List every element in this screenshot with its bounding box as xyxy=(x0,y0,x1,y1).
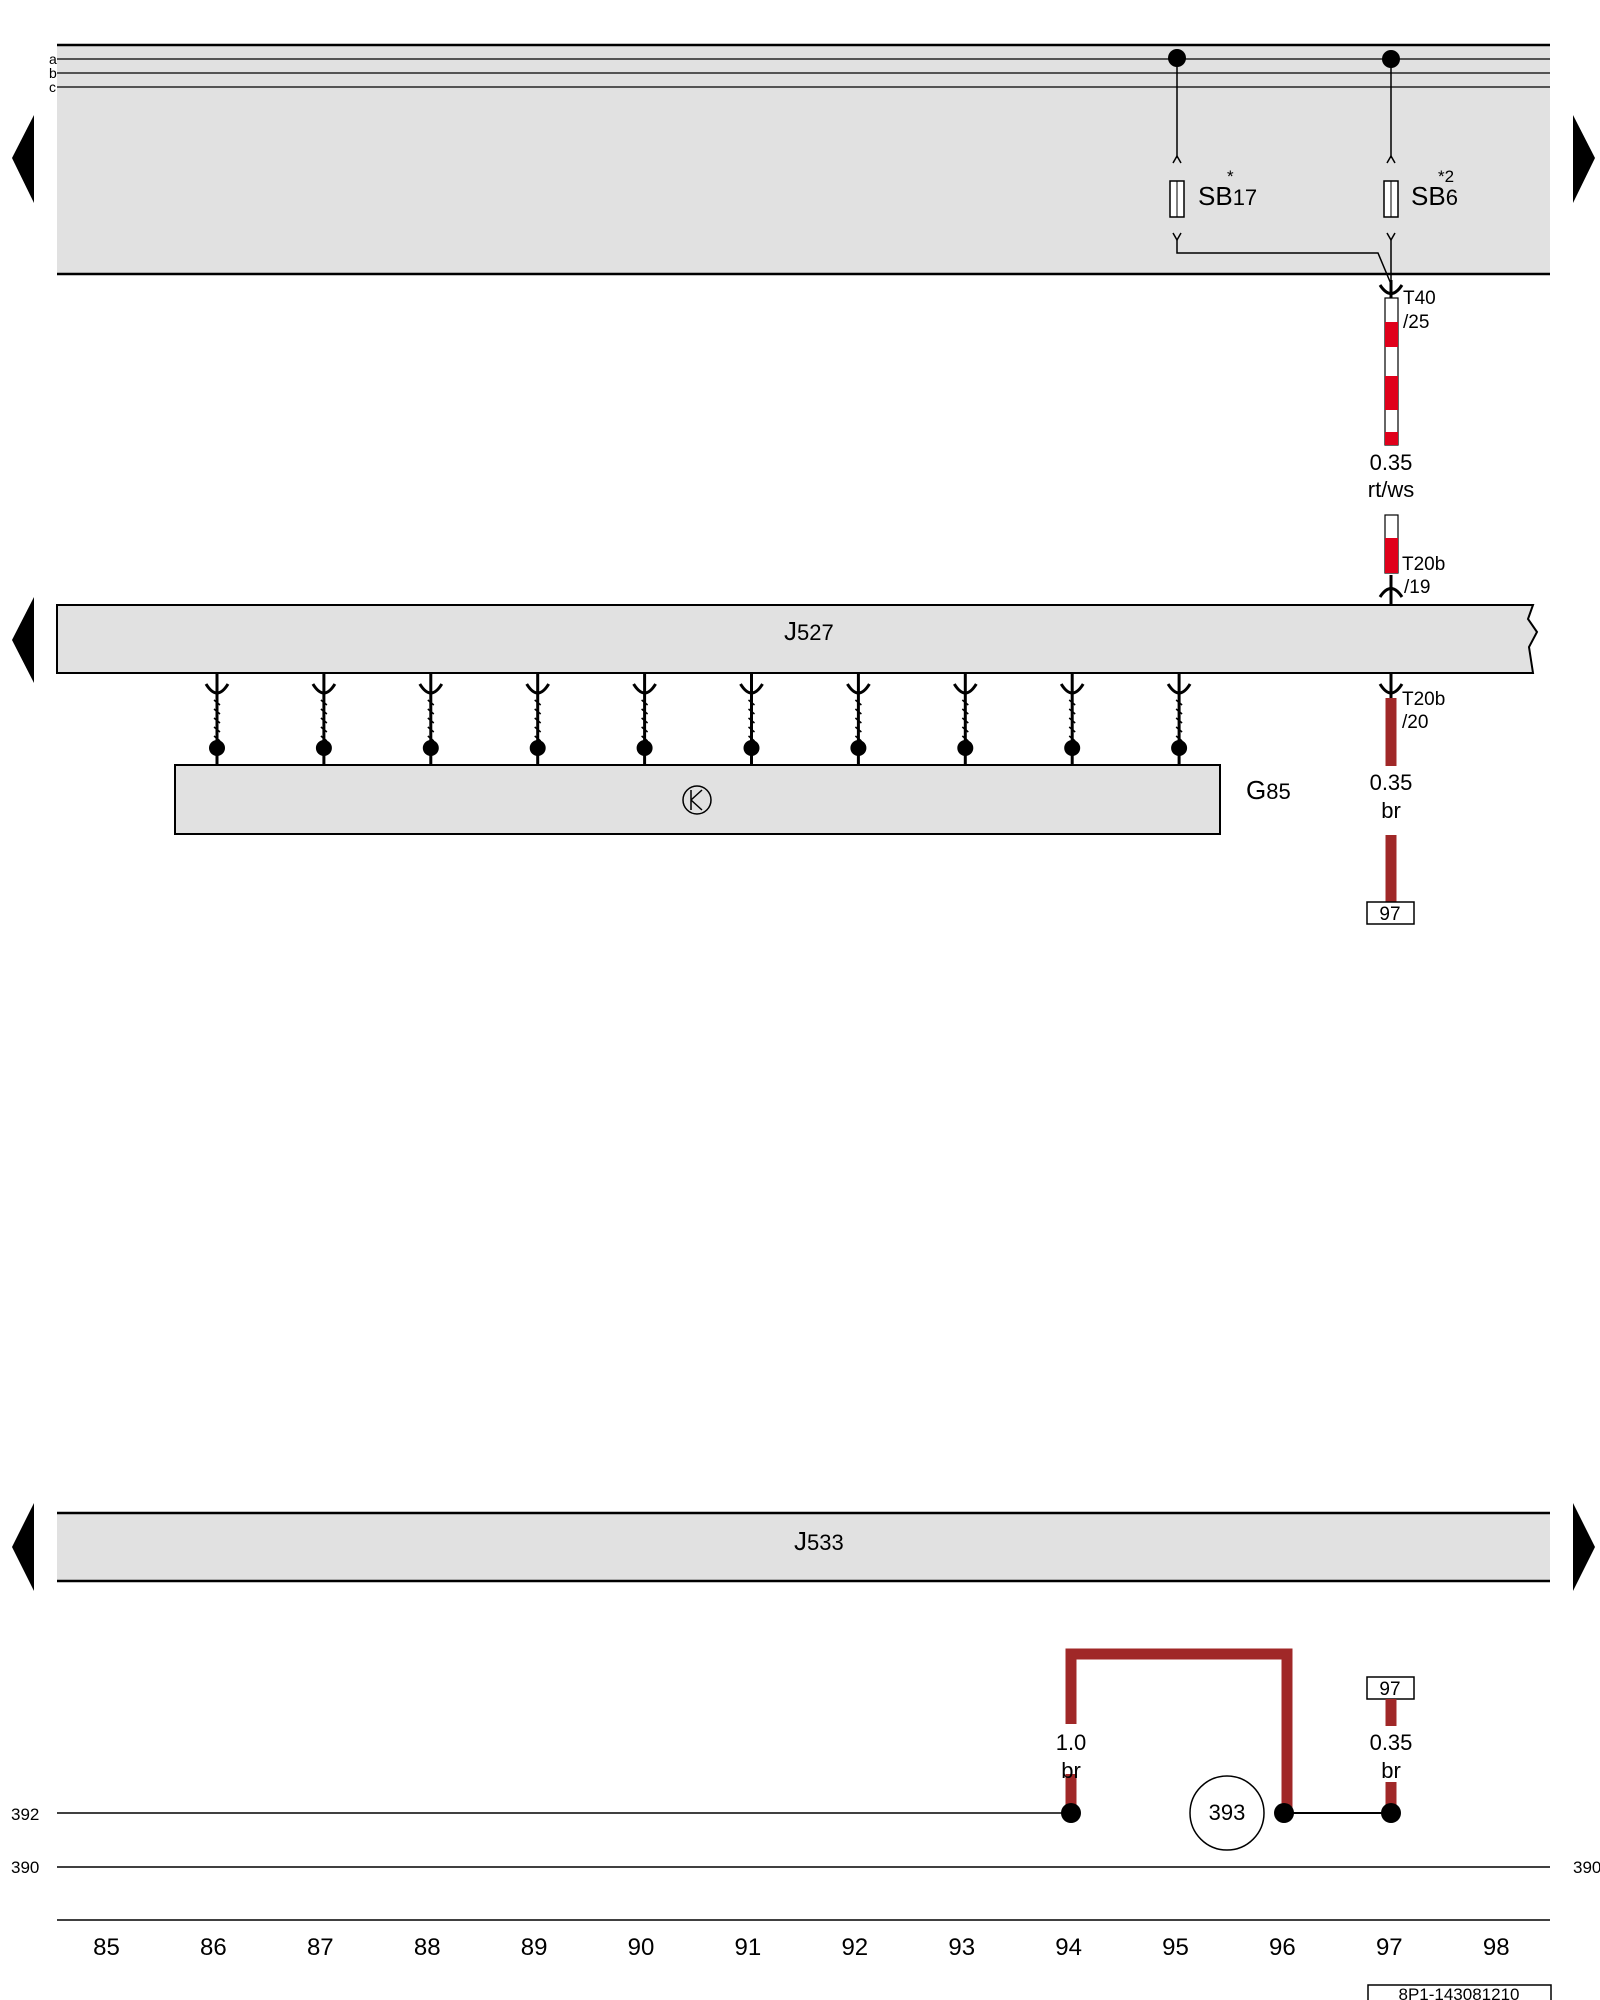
g85-pin-line xyxy=(525,673,550,765)
svg-text:393: 393 xyxy=(1209,1800,1246,1825)
svg-text:8P1-143081210: 8P1-143081210 xyxy=(1398,1985,1519,2000)
svg-text:97: 97 xyxy=(1379,1679,1400,1700)
rail-label-c: c xyxy=(49,79,56,95)
track-number: 92 xyxy=(841,1934,868,1961)
rail-label-b: b xyxy=(49,65,57,81)
svg-text:J527: J527 xyxy=(784,616,834,646)
svg-text:97: 97 xyxy=(1379,904,1400,925)
ground-label-392: 392 xyxy=(11,1805,39,1824)
ground-point-393[interactable]: 393 xyxy=(1189,1775,1265,1851)
svg-text:T40: T40 xyxy=(1403,288,1436,309)
wire-br-j527: 0.35 br xyxy=(1370,698,1413,902)
g85-pin-line xyxy=(632,673,657,765)
sb17-note-mark: * xyxy=(1227,167,1234,186)
g85-pin-line xyxy=(204,673,230,765)
track-number: 94 xyxy=(1055,1934,1082,1961)
svg-text:0.35: 0.35 xyxy=(1370,1730,1413,1755)
junction-dot-97 xyxy=(1381,1803,1401,1823)
sb6-note-mark: *2 xyxy=(1438,167,1454,186)
prev-page-arrow-top[interactable] xyxy=(12,115,34,203)
track-number: 90 xyxy=(628,1934,655,1961)
svg-text:1.0: 1.0 xyxy=(1056,1730,1087,1755)
rail-label-a: a xyxy=(49,51,57,67)
connector-t40-25: T40 /25 xyxy=(1378,280,1436,333)
track-numbers: 85 86 87 88 89 90 91 92 93 94 95 96 97 98 xyxy=(93,1934,1509,1961)
g85-pin-connections xyxy=(204,673,1192,765)
prev-page-arrow-mid[interactable] xyxy=(12,597,34,683)
module-g85[interactable]: G85 xyxy=(174,764,1291,835)
g85-pin-line xyxy=(1166,673,1192,765)
track-number: 95 xyxy=(1162,1934,1189,1961)
fuse-join-wire xyxy=(1176,252,1392,285)
svg-text:T20b: T20b xyxy=(1402,689,1445,710)
track-number: 96 xyxy=(1269,1934,1296,1961)
fuse-panel xyxy=(57,45,1550,274)
svg-text:T20b: T20b xyxy=(1402,554,1445,575)
connector-t20b-20: T20b /20 xyxy=(1378,673,1445,733)
track-number: 88 xyxy=(414,1934,441,1961)
svg-text:J533: J533 xyxy=(794,1526,844,1556)
svg-text:br: br xyxy=(1381,798,1401,823)
g85-pin-line xyxy=(311,673,337,765)
svg-text:0.35: 0.35 xyxy=(1370,770,1413,795)
track-number: 89 xyxy=(521,1934,548,1961)
track-number: 98 xyxy=(1483,1934,1510,1961)
g85-pin-line xyxy=(953,673,978,765)
svg-text:G85: G85 xyxy=(1246,775,1291,805)
g85-pin-line xyxy=(418,673,444,765)
svg-text:br: br xyxy=(1061,1758,1081,1783)
reference-box-from-97[interactable]: 97 xyxy=(1366,1676,1415,1700)
track-number: 87 xyxy=(307,1934,334,1961)
track-number: 93 xyxy=(948,1934,975,1961)
module-j527[interactable]: J527 xyxy=(56,604,1539,674)
junction-dot-96 xyxy=(1274,1803,1294,1823)
fuse-sb17: SB17 * xyxy=(1168,49,1257,252)
svg-text:0.35: 0.35 xyxy=(1370,450,1413,475)
prev-page-arrow-bottom[interactable] xyxy=(12,1503,34,1591)
module-j533[interactable]: J533 xyxy=(57,1511,1550,1583)
connector-t20b-19: T20b /19 xyxy=(1378,554,1445,605)
svg-text:br: br xyxy=(1381,1758,1401,1783)
g85-pin-line xyxy=(846,673,871,765)
junction-dot-94 xyxy=(1061,1803,1081,1823)
g85-pin-line xyxy=(1059,673,1085,765)
fuse-sb6: SB6 *2 xyxy=(1382,50,1458,242)
track-number: 91 xyxy=(735,1934,762,1961)
steering-angle-sensor-icon xyxy=(682,785,712,815)
svg-text:/20: /20 xyxy=(1402,712,1428,733)
track-number: 86 xyxy=(200,1934,227,1961)
svg-text:SB17: SB17 xyxy=(1198,181,1257,211)
svg-text:/19: /19 xyxy=(1404,577,1430,598)
svg-text:SB6: SB6 xyxy=(1411,181,1458,211)
wire-br-ground-loop: 1.0 br xyxy=(1050,1648,1293,1813)
wire-rt-ws: 0.35 rt/ws xyxy=(1368,297,1414,574)
svg-text:/25: /25 xyxy=(1403,312,1429,333)
svg-text:rt/ws: rt/ws xyxy=(1368,477,1414,502)
ground-label-390: 390 xyxy=(11,1858,39,1877)
track-number: 97 xyxy=(1376,1934,1403,1961)
diagram-code-box: 8P1-143081210 xyxy=(1367,1984,1552,2000)
reference-box-to-97[interactable]: 97 xyxy=(1366,901,1415,925)
ground-label-390-right: 390 xyxy=(1573,1858,1600,1877)
next-page-arrow-top[interactable] xyxy=(1573,115,1595,203)
wire-br-right: 0.35 br xyxy=(1370,1699,1413,1813)
track-number: 85 xyxy=(93,1934,120,1961)
g85-pin-line xyxy=(739,673,764,765)
next-page-arrow-bottom[interactable] xyxy=(1573,1503,1595,1591)
